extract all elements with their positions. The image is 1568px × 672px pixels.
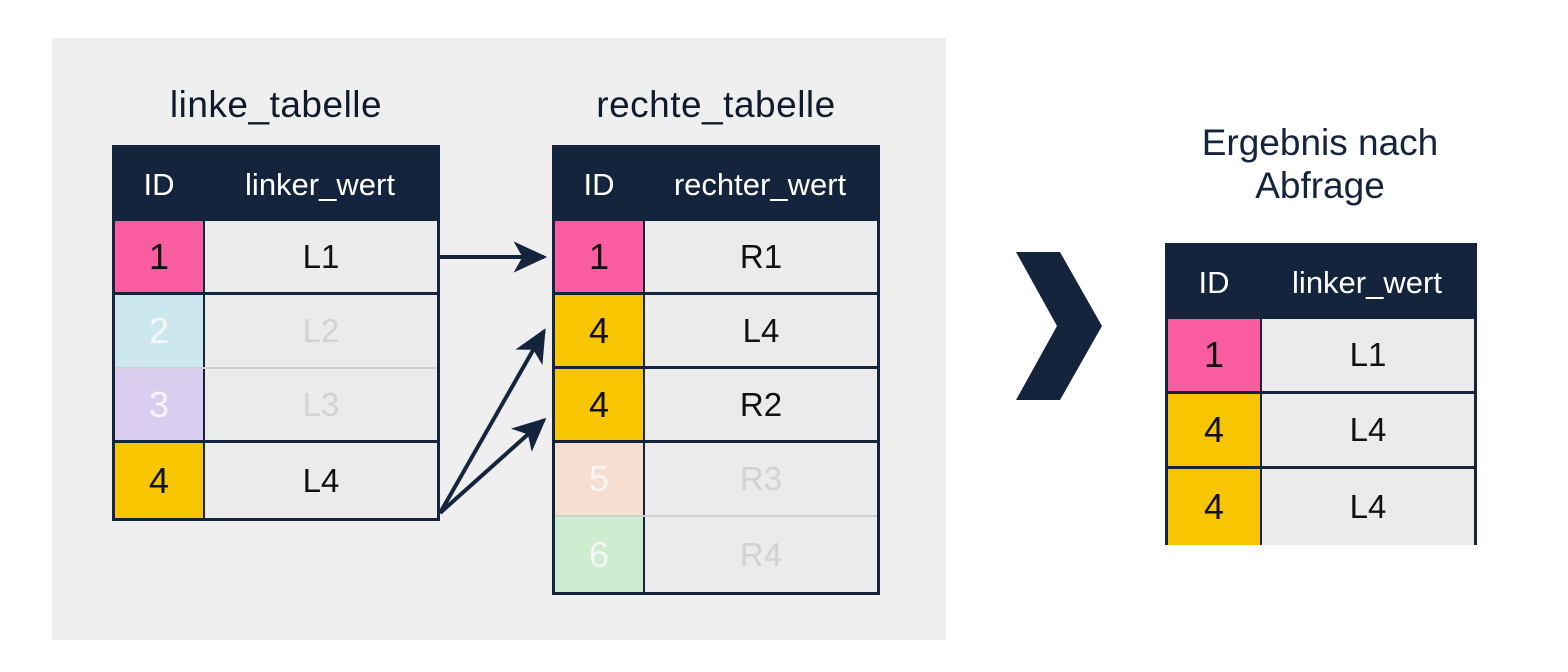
result-cell-id-2: 4 — [1168, 394, 1260, 466]
left-cell-id-3: 3 — [115, 369, 203, 440]
result-cell-value-3: L4 — [1260, 469, 1474, 545]
right-table: ID rechter_wert 1 R1 4 L4 4 R2 5 R3 6 R4 — [552, 145, 880, 595]
table-row[interactable]: 1 L1 — [1168, 319, 1474, 394]
left-cell-id-2: 2 — [115, 295, 203, 367]
right-cell-value-3: R2 — [643, 369, 877, 440]
right-cell-id-5: 5 — [555, 443, 643, 515]
right-cell-id-1: 1 — [555, 221, 643, 292]
right-cell-value-1: R1 — [643, 221, 877, 292]
left-cell-value-4: L4 — [203, 443, 437, 518]
left-col-value: linker_wert — [245, 166, 395, 202]
right-cell-id-2: 4 — [555, 295, 643, 366]
result-table-title: Ergebnis nach Abfrage — [1110, 122, 1530, 208]
result-cell-value-1: L1 — [1260, 319, 1474, 391]
table-row[interactable]: 1 R1 — [555, 221, 877, 295]
right-table-title: rechte_tabelle — [596, 84, 836, 125]
result-cell-value-2: L4 — [1260, 394, 1474, 466]
table-row[interactable]: 5 R3 — [555, 443, 877, 517]
right-cell-value-6: R4 — [643, 517, 877, 592]
result-title-line-1: Ergebnis nach — [1201, 122, 1439, 163]
result-cell-id-1: 1 — [1168, 319, 1260, 391]
connector-diagonal-4-to-4b — [438, 417, 547, 515]
left-cell-value-2: L2 — [203, 295, 437, 367]
left-cell-id-1: 1 — [115, 221, 203, 292]
result-col-id: ID — [1198, 264, 1230, 300]
left-cell-value-3: L3 — [203, 369, 437, 440]
table-row[interactable]: 4 L4 — [1168, 469, 1474, 545]
connector-diagonal-4-to-4a — [438, 328, 546, 514]
result-table: ID linker_wert 1 L1 4 L4 4 L4 — [1165, 243, 1477, 545]
table-row[interactable]: 4 L4 — [115, 443, 437, 518]
table-row[interactable]: 4 L4 — [555, 295, 877, 369]
result-title-line-2: Abfrage — [1255, 164, 1385, 206]
chevron-right-icon — [1016, 252, 1102, 400]
table-row[interactable]: 6 R4 — [555, 517, 877, 592]
left-cell-value-1: L1 — [203, 221, 437, 292]
left-col-id: ID — [143, 166, 175, 202]
result-table-header: ID linker_wert — [1168, 246, 1474, 319]
left-table-header: ID linker_wert — [115, 148, 437, 221]
right-cell-value-5: R3 — [643, 443, 877, 515]
result-col-value: linker_wert — [1292, 264, 1442, 300]
right-cell-id-6: 6 — [555, 517, 643, 592]
left-table-title: linke_tabelle — [169, 84, 383, 125]
table-row[interactable]: 3 L3 — [115, 369, 437, 443]
right-cell-id-3: 4 — [555, 369, 643, 440]
right-col-id: ID — [583, 166, 615, 202]
table-row[interactable]: 4 R2 — [555, 369, 877, 443]
left-table: ID linker_wert 1 L1 2 L2 3 L3 4 L4 — [112, 145, 440, 521]
table-row[interactable]: 2 L2 — [115, 295, 437, 369]
left-cell-id-4: 4 — [115, 443, 203, 518]
table-row[interactable]: 4 L4 — [1168, 394, 1474, 469]
table-row[interactable]: 1 L1 — [115, 221, 437, 295]
result-cell-id-3: 4 — [1168, 469, 1260, 545]
right-table-header: ID rechter_wert — [555, 148, 877, 221]
right-cell-value-2: L4 — [643, 295, 877, 366]
right-col-value: rechter_wert — [673, 166, 847, 202]
